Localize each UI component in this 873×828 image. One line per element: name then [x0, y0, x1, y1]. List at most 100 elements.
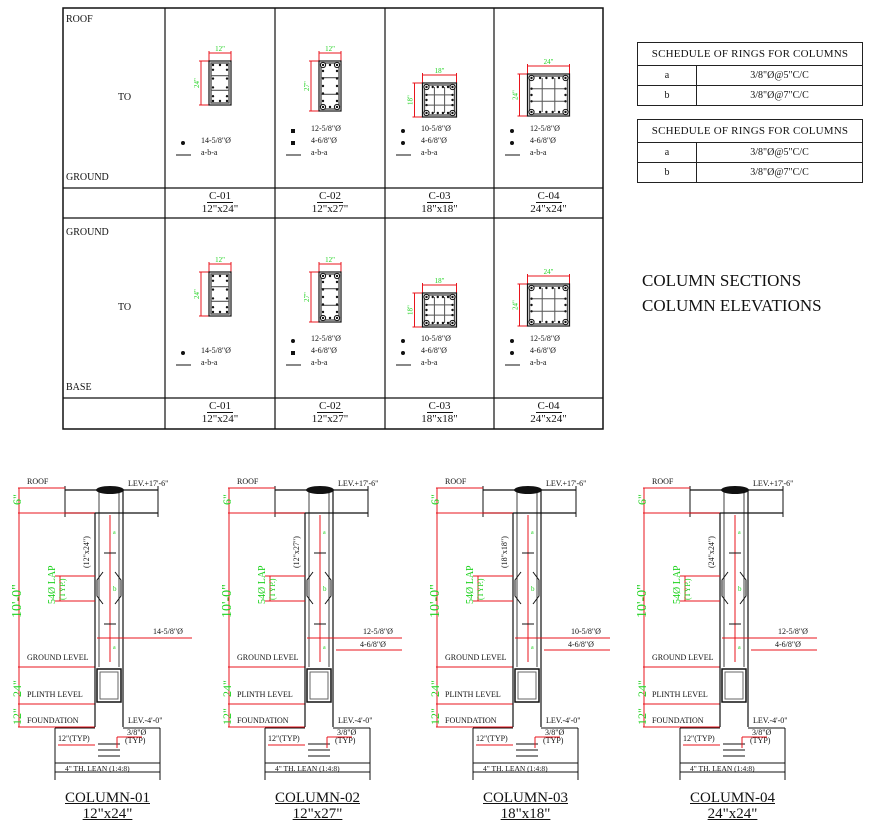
roof-label: ROOF — [27, 477, 49, 486]
column-sections: 12"24"12"27"18"18"24"24"12"24"12"27"18"1… — [176, 45, 571, 366]
column-name: COLUMN-02 — [275, 790, 360, 806]
ground-level-label: GROUND LEVEL — [237, 653, 299, 662]
legend-text: a-b-a — [311, 358, 328, 367]
ring-typ-label: 3/8"Ø — [127, 728, 147, 737]
zone-b: b — [113, 585, 117, 593]
footing-typ-label: 12"(TYP) — [268, 734, 300, 743]
legend-text: 4-6/8"Ø — [311, 136, 337, 145]
section-table-grid — [62, 7, 604, 430]
lap-label: 54Ø LAP — [47, 565, 58, 604]
section-id: C-03 — [426, 400, 453, 413]
column-elevations — [18, 486, 817, 780]
column-size: 12"x24" — [82, 806, 133, 822]
svg-text:24": 24" — [544, 268, 554, 276]
section-id: C-03 — [426, 190, 453, 203]
section-size: 12"x24" — [201, 203, 239, 215]
foundation-label: FOUNDATION — [237, 716, 289, 725]
bar-label: 4-6/8"Ø — [360, 640, 386, 649]
footing-typ-label: 12"(TYP) — [683, 734, 715, 743]
column-size-vertical: (18"x18") — [500, 536, 509, 568]
svg-text:27": 27" — [303, 81, 311, 91]
dim-height: 10'-0" — [635, 584, 650, 618]
ring-typ-label: 3/8"Ø — [545, 728, 565, 737]
ring-typ-label: 3/8"Ø — [752, 728, 772, 737]
zone-a: a — [323, 530, 326, 536]
dim-height: 10'-0" — [428, 584, 443, 618]
plinth-level-label: PLINTH LEVEL — [27, 690, 83, 699]
section-size: 18"x18" — [421, 413, 458, 425]
lean-label: 4" TH. LEAN (1:4:8) — [483, 764, 548, 773]
title-column-elevations: COLUMN ELEVATIONS — [642, 296, 822, 315]
column-size-vertical: (12"x27") — [292, 536, 301, 568]
svg-text:24": 24" — [512, 300, 520, 310]
zone-b: b — [738, 585, 742, 593]
ground-level-label: GROUND LEVEL — [27, 653, 89, 662]
zone-a: a — [531, 645, 534, 651]
dim-slab: 6" — [428, 494, 442, 505]
legend-text: a-b-a — [421, 358, 438, 367]
dim-plinth: 24" — [635, 680, 649, 697]
row2-to-label: TO — [118, 302, 132, 313]
footing-typ-label: 12"(TYP) — [58, 734, 90, 743]
roof-level-label: LEV.+17'-6" — [753, 479, 794, 488]
legend-text: 4-6/8"Ø — [421, 346, 447, 355]
section-size: 18"x18" — [421, 203, 458, 215]
row1-from-label: ROOF — [66, 14, 93, 25]
foundation-level-label: LEV.-4'-0" — [128, 716, 163, 725]
row2-end-label: BASE — [66, 382, 92, 393]
column-name: COLUMN-01 — [65, 790, 150, 806]
lean-label: 4" TH. LEAN (1:4:8) — [275, 764, 340, 773]
legend-text: a-b-a — [421, 148, 438, 157]
zone-a: a — [113, 645, 116, 651]
row2-from-label: GROUND — [66, 227, 109, 238]
footing-typ-label: 12"(TYP) — [476, 734, 508, 743]
ring-typ-label: (TYP) — [543, 736, 564, 745]
legend-text: 14-5/8"Ø — [201, 346, 231, 355]
foundation-label: FOUNDATION — [445, 716, 497, 725]
svg-text:24": 24" — [193, 289, 201, 299]
title-column-sections: COLUMN SECTIONS — [642, 271, 802, 290]
legend-text: a-b-a — [311, 148, 328, 157]
section-id: C-01 — [207, 190, 233, 203]
bar-label: 14-5/8"Ø — [153, 627, 183, 636]
legend-text: 10-5/8"Ø — [421, 334, 451, 343]
plinth-level-label: PLINTH LEVEL — [237, 690, 293, 699]
schedule-value: 3/8"Ø@7"C/C — [696, 162, 863, 183]
column-size: 12"x27" — [292, 806, 343, 822]
section-id: C-02 — [317, 400, 343, 413]
lap-typ-label: (TYP.) — [683, 578, 692, 600]
schedule-title: SCHEDULE OF RINGS FOR COLUMNS — [637, 42, 863, 66]
legend-text: 4-6/8"Ø — [311, 346, 337, 355]
roof-label: ROOF — [237, 477, 259, 486]
roof-level-label: LEV.+17'-6" — [338, 479, 379, 488]
zone-b: b — [531, 585, 535, 593]
roof-label: ROOF — [445, 477, 467, 486]
legend-text: a-b-a — [530, 148, 547, 157]
bar-label: 4-6/8"Ø — [568, 640, 594, 649]
legend-text: a-b-a — [201, 148, 218, 157]
ring-typ-label: (TYP) — [125, 736, 146, 745]
schedule-key: a — [637, 65, 697, 86]
legend-text: 12-5/8"Ø — [530, 334, 560, 343]
foundation-level-label: LEV.-4'-0" — [546, 716, 581, 725]
legend-text: 4-6/8"Ø — [421, 136, 447, 145]
foundation-label: FOUNDATION — [27, 716, 79, 725]
dim-height: 10'-0" — [220, 584, 235, 618]
column-size: 24"x24" — [707, 806, 758, 822]
section-size: 12"x24" — [201, 413, 239, 425]
lean-label: 4" TH. LEAN (1:4:8) — [65, 764, 130, 773]
svg-text:24": 24" — [544, 58, 554, 66]
zone-a: a — [531, 530, 534, 536]
dim-foundation: 12" — [635, 708, 649, 725]
legend-text: 10-5/8"Ø — [421, 124, 451, 133]
schedule-value: 3/8"Ø@7"C/C — [696, 85, 863, 106]
legend-text: 12-5/8"Ø — [530, 124, 560, 133]
section-size: 12"x27" — [311, 413, 349, 425]
